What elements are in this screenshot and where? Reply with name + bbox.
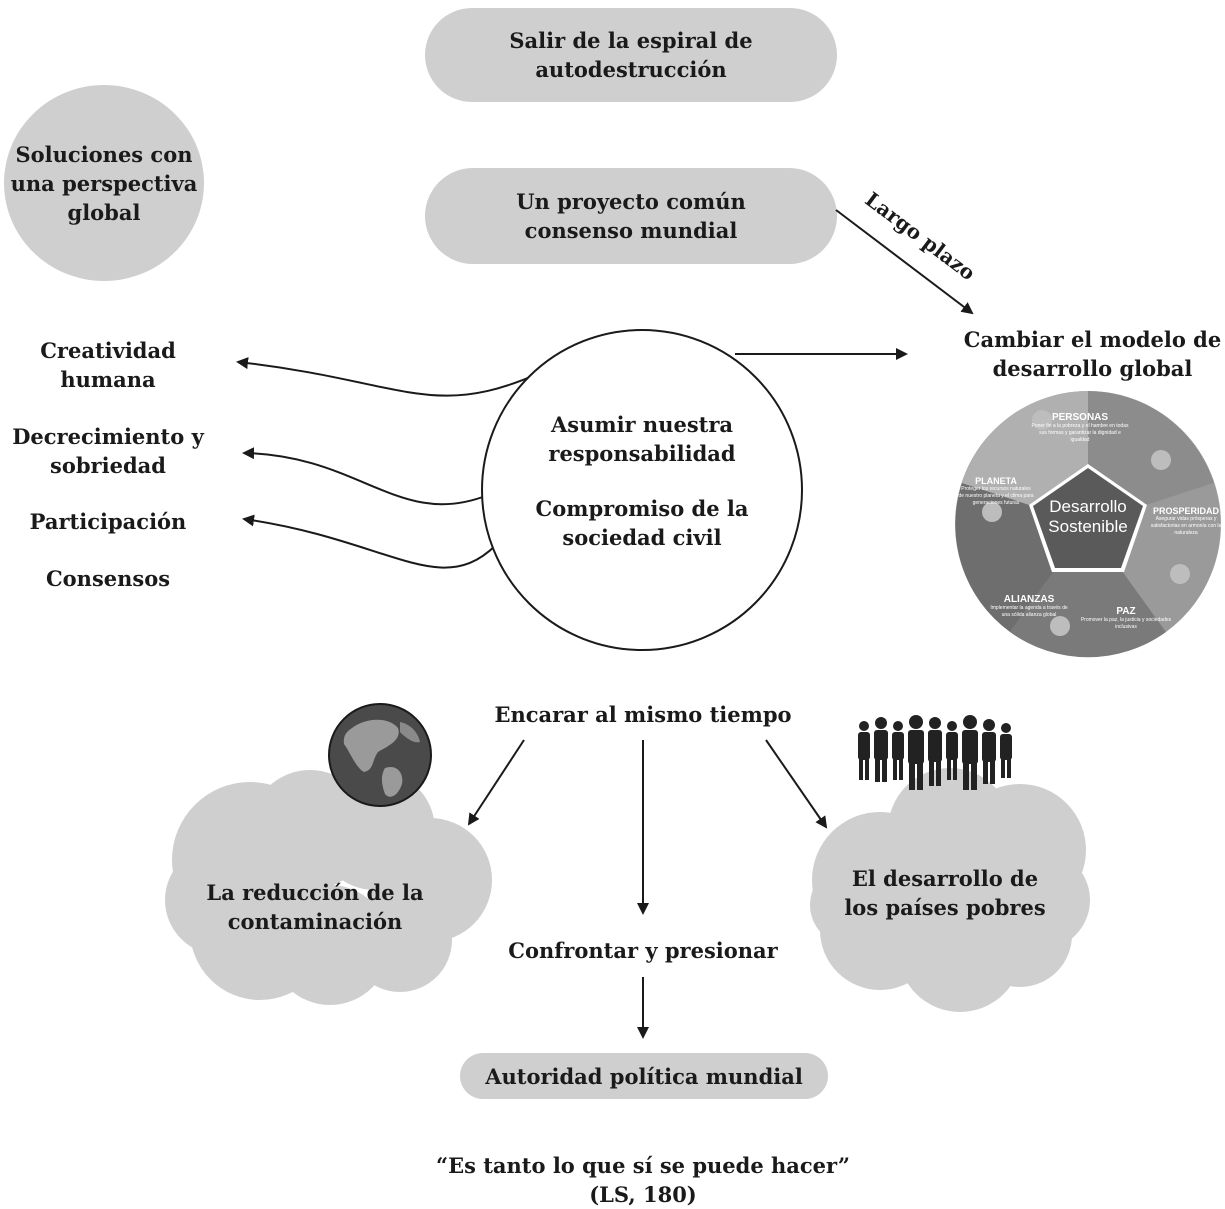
left-list-item-participation: Participación: [29, 509, 187, 534]
sdg-alianzas-desc: Implementar la agenda a través de una só…: [990, 605, 1068, 618]
change-model-line1: Cambiar el modelo de: [963, 327, 1222, 352]
poor-countries-line1: El desarrollo de: [851, 866, 1039, 891]
crowd-silhouettes-icon: [858, 715, 1012, 790]
globe-icon: [328, 703, 432, 807]
global-solutions-circle: Soluciones con una perspectiva global: [4, 85, 204, 281]
top-goal-pill: Salir de la espiral de autodestrucción: [425, 8, 837, 102]
creativity-line2: humana: [60, 367, 156, 392]
global-solutions-line1: Soluciones con: [15, 141, 193, 167]
quote-line1: “Es tanto lo que sí se puede hacer”: [436, 1153, 850, 1178]
curve-to-degrowth: [242, 447, 489, 506]
sdg-planeta-title: PLANETA: [975, 476, 1017, 486]
curve-to-creativity: [236, 357, 536, 397]
sdg-paz-title: PAZ: [1116, 606, 1136, 617]
commitment-line1: Compromiso de la: [535, 496, 749, 521]
arrow-to-poor-countries: [765, 739, 828, 829]
left-list-item-creativity: Creatividad humana: [0, 336, 216, 394]
pollution-line1: La reducción de la: [206, 880, 424, 905]
degrowth-line2: sobriedad: [50, 453, 166, 478]
degrowth-line1: Decrecimiento y: [12, 424, 204, 449]
quote-line2: (LS, 180): [589, 1182, 697, 1207]
sdg-paz-desc: Promover la paz, la justicia y sociedade…: [1080, 617, 1172, 630]
sdg-personas: PERSONAS Poner fin a la pobreza y el ham…: [1030, 412, 1130, 444]
sdg-wheel-center-label: Desarrollo Sostenible: [1033, 497, 1143, 537]
responsibility-text: Asumir nuestra responsabilidad Compromis…: [512, 410, 772, 552]
left-list-item-degrowth: Decrecimiento y sobriedad: [0, 422, 216, 480]
pollution-reduction-label: La reducción de la contaminación: [180, 878, 450, 936]
common-project-line2: consenso mundial: [524, 218, 738, 243]
sdg-planeta: PLANETA Proteger los recursos naturales …: [958, 476, 1034, 507]
responsibility-line2: responsabilidad: [548, 441, 736, 466]
top-goal-line1: Salir de la espiral de: [509, 28, 753, 53]
change-model-line2: desarrollo global: [992, 356, 1193, 381]
common-project-pill: Un proyecto común consenso mundial: [425, 168, 837, 264]
long-term-arrow: [835, 209, 974, 315]
right-cloud-shape: [810, 768, 1090, 1012]
pollution-line2: contaminación: [227, 909, 403, 934]
sdg-personas-title: PERSONAS: [1051, 412, 1109, 423]
sdg-alianzas: ALIANZAS Implementar la agenda a través …: [988, 594, 1070, 619]
world-authority-pill: Autoridad política mundial: [460, 1053, 828, 1099]
global-solutions-line2: una perspectiva: [10, 170, 198, 196]
top-goal-line2: autodestrucción: [535, 57, 727, 82]
sdg-prosperidad-desc: Asegurar vidas prósperas y satisfactoria…: [1150, 516, 1222, 536]
global-solutions-line3: global: [67, 199, 141, 225]
commitment-line2: sociedad civil: [562, 525, 722, 550]
face-same-time-label: Encarar al mismo tiempo: [494, 702, 792, 727]
sdg-wheel: [955, 391, 1221, 658]
responsibility-line1: Asumir nuestra: [550, 412, 734, 437]
sdg-center-line1: Desarrollo: [1049, 497, 1127, 516]
common-project-line1: Un proyecto común: [516, 189, 746, 214]
sdg-personas-desc: Poner fin a la pobreza y el hambre en to…: [1031, 423, 1129, 443]
confront-label: Confrontar y presionar: [508, 938, 778, 963]
sdg-center-line2: Sostenible: [1048, 517, 1128, 536]
responsibility-circle: [481, 329, 803, 651]
closing-quote: “Es tanto lo que sí se puede hacer” (LS,…: [380, 1151, 906, 1209]
poor-countries-line2: los países pobres: [844, 895, 1046, 920]
sdg-prosperidad: PROSPERIDAD Asegurar vidas prósperas y s…: [1148, 506, 1224, 537]
sdg-alianzas-title: ALIANZAS: [1003, 594, 1055, 605]
poor-countries-label: El desarrollo de los países pobres: [830, 864, 1060, 922]
sdg-planeta-desc: Proteger los recursos naturales de nuest…: [958, 486, 1034, 506]
change-model-heading: Cambiar el modelo de desarrollo global: [960, 325, 1225, 383]
arrow-to-pollution: [467, 739, 525, 826]
sdg-prosperidad-title: PROSPERIDAD: [1152, 506, 1219, 516]
left-list-item-consensus: Consensos: [45, 566, 171, 591]
sdg-paz: PAZ Promover la paz, la justicia y socie…: [1080, 606, 1172, 631]
creativity-line1: Creatividad: [40, 338, 176, 363]
curve-to-participation: [242, 514, 497, 569]
